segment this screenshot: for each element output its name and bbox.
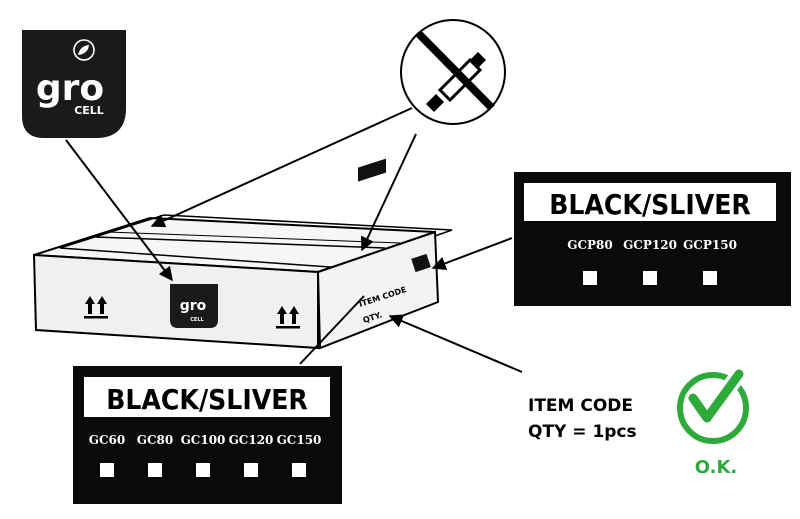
label-top-right: BLACK/SLIVER GCP80 GCP120 GCP150 bbox=[514, 172, 791, 306]
arrow-note-to-box bbox=[388, 314, 523, 373]
callout-arrows bbox=[65, 107, 523, 373]
arrows-up-icon bbox=[276, 306, 300, 329]
model-checkbox bbox=[583, 271, 597, 285]
label-bottom-left-title-box bbox=[84, 377, 330, 417]
arrow-sign-to-tape-right bbox=[360, 133, 417, 252]
no-knife-icon bbox=[416, 31, 495, 112]
model-code-label: GC150 bbox=[277, 433, 322, 447]
arrows-up-icon bbox=[84, 296, 108, 319]
model-code-label: GC80 bbox=[137, 433, 174, 447]
model-checkbox bbox=[244, 463, 258, 477]
no-cutter-sign bbox=[400, 19, 506, 125]
label-top-right-title-box bbox=[524, 183, 776, 221]
model-checkbox bbox=[292, 463, 306, 477]
logo-brand-text: gro bbox=[36, 68, 104, 109]
item-code-text: ITEM CODE bbox=[528, 396, 633, 416]
logo-badge bbox=[22, 30, 126, 138]
label-bottom-left-title: BLACK/SLIVER bbox=[106, 383, 308, 416]
model-checkbox bbox=[148, 463, 162, 477]
box-end-swatch bbox=[411, 253, 431, 273]
carton-box: ITEM CODE QTY. gro CELL bbox=[32, 158, 453, 350]
box-tape-line bbox=[95, 236, 386, 249]
model-code-label: GC60 bbox=[89, 433, 126, 447]
model-code-label: GCP150 bbox=[683, 238, 737, 252]
ok-check-icon bbox=[677, 366, 749, 444]
model-code-label: GCP120 bbox=[623, 238, 677, 252]
box-logo-brand: gro bbox=[180, 298, 207, 314]
box-tape-line bbox=[107, 231, 401, 244]
ok-text: O.K. bbox=[695, 457, 738, 478]
arrow-label-to-box-side bbox=[299, 295, 365, 365]
label-top-right-codes: GCP80 GCP120 GCP150 bbox=[567, 238, 737, 285]
box-side-swatch bbox=[358, 158, 386, 182]
label-top-right-title: BLACK/SLIVER bbox=[549, 188, 751, 221]
leaf-icon bbox=[73, 39, 95, 61]
arrow-sign-to-tape-left bbox=[150, 107, 413, 228]
brand-logo: gro CELL bbox=[22, 30, 126, 138]
arrow-logo-to-box bbox=[65, 139, 173, 282]
box-side-face bbox=[316, 230, 440, 350]
qty-text: QTY = 1pcs bbox=[528, 422, 637, 442]
box-logo: gro CELL bbox=[170, 284, 218, 328]
model-checkbox bbox=[100, 463, 114, 477]
model-checkbox bbox=[703, 271, 717, 285]
logo-sub-text: CELL bbox=[74, 104, 104, 117]
model-code-label: GC100 bbox=[181, 433, 226, 447]
box-logo-sub: CELL bbox=[190, 317, 204, 323]
model-code-label: GCP80 bbox=[567, 238, 613, 252]
box-tape bbox=[59, 214, 453, 269]
model-code-label: GC120 bbox=[229, 433, 274, 447]
model-checkbox bbox=[643, 271, 657, 285]
arrow-label-to-box-end bbox=[431, 237, 513, 271]
model-checkbox bbox=[196, 463, 210, 477]
